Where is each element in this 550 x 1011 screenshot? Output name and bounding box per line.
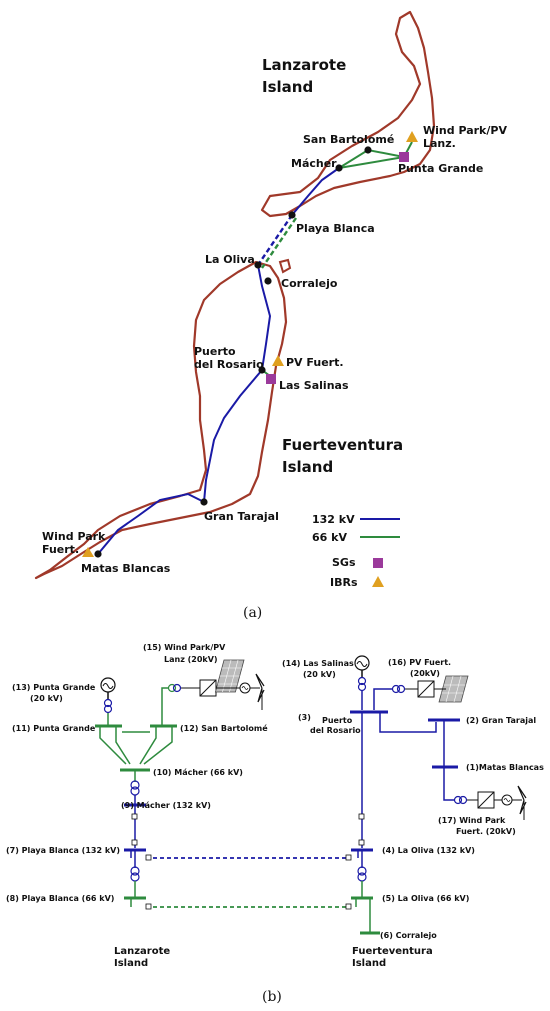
node-matas-blancas: [94, 550, 102, 558]
ibr-wind-pv-lanz: [406, 131, 418, 142]
bus9-label: (9) Mácher (132 kV): [121, 801, 211, 810]
legend-66kv-label: 66 kV: [312, 531, 347, 544]
bus6-label: (6) Corralejo: [380, 931, 437, 940]
legend-132kv-label: 132 kV: [312, 513, 355, 526]
bus8-label: (8) Playa Blanca (66 kV): [6, 894, 114, 903]
node-san-bartolome: [364, 146, 372, 154]
bus4-label: (4) La Oliva (132 kV): [382, 846, 475, 855]
label-wind-pv-lanz-2: Lanz.: [423, 137, 456, 150]
bus11-label: (11) Punta Grande: [12, 724, 96, 733]
map-submarine-66kv: [261, 217, 297, 269]
label-wind-fuert-2: Fuert.: [42, 543, 79, 556]
label-macher: Mácher: [291, 157, 337, 170]
bus3-label-3: del Rosario: [310, 726, 361, 735]
bus12-label: (12) San Bartolomé: [180, 723, 268, 733]
bus15-label-1: (15) Wind Park/PV: [143, 643, 226, 652]
pv-panel-15: [214, 659, 245, 693]
label-puerto-1: Puerto: [194, 345, 236, 358]
bus14-label-2: (20 kV): [303, 670, 336, 679]
bus16-label-1: (16) PV Fuert.: [388, 658, 451, 667]
map-legend: 132 kV 66 kV SGs IBRs: [312, 513, 400, 589]
label-matas-blancas: Matas Blancas: [81, 562, 171, 575]
bus16-label-2: (20kV): [410, 669, 440, 678]
label-playa-blanca: Playa Blanca: [296, 222, 375, 235]
caption-a: (a): [243, 605, 262, 621]
fuerteventura-island-title-line2: Island: [282, 458, 333, 476]
label-wind-pv-lanz-1: Wind Park/PV: [423, 124, 507, 137]
panel-b-fuerteventura-line2: Island: [352, 958, 386, 969]
node-macher: [335, 164, 343, 172]
lanzarote-coastline: [260, 10, 436, 218]
lanzarote-island-title-line1: Lanzarote: [262, 56, 346, 74]
bus7-label: (7) Playa Blanca (132 kV): [6, 846, 120, 855]
legend-ibr-swatch: [372, 576, 384, 587]
bus2-label: (2) Gran Tarajal: [466, 716, 536, 725]
label-san-bartolome: San Bartolomé: [303, 133, 394, 146]
map-132kv-lines: [97, 167, 340, 555]
bus3-label-1: (3): [298, 713, 311, 722]
node-puerto-del-rosario: [258, 366, 266, 374]
legend-ibrs-label: IBRs: [330, 576, 358, 589]
bus5-label: (5) La Oliva (66 kV): [382, 894, 469, 903]
bus17-label-2: Fuert. (20kV): [456, 827, 516, 836]
bus13-label-2: (20 kV): [30, 694, 63, 703]
node-gran-tarajal: [200, 498, 208, 506]
label-pv-fuert: PV Fuert.: [286, 356, 344, 369]
caption-b: (b): [262, 989, 282, 1005]
bus17-label-1: (17) Wind Park: [438, 816, 506, 825]
label-corralejo: Corralejo: [281, 277, 338, 290]
panel-b-lanzarote-line1: Lanzarote: [114, 946, 170, 957]
lobos-islet: [278, 258, 292, 274]
node-la-oliva: [254, 261, 262, 269]
bus1-label: (1)Matas Blancas: [466, 763, 544, 772]
lanzarote-island-title-line2: Island: [262, 78, 313, 96]
map-panel: Lanzarote Island Fuerteventura Island Sa…: [34, 10, 507, 621]
label-punta-grande: Punta Grande: [398, 162, 483, 175]
sg-punta-grande: [399, 152, 409, 162]
node-playa-blanca: [288, 211, 296, 219]
sg-las-salinas: [266, 374, 276, 384]
bus14-label-1: (14) Las Salinas: [282, 659, 354, 668]
ibr-wind-fuert: [82, 547, 94, 557]
label-gran-tarajal: Gran Tarajal: [204, 510, 279, 523]
label-las-salinas: Las Salinas: [279, 379, 349, 392]
breakers: [131, 813, 365, 910]
panel-b-fuerteventura-line1: Fuerteventura: [352, 946, 433, 957]
map-nodes: [94, 146, 372, 558]
single-line-diagram: (13) Punta Grande (20 kV) (15) Wind Park…: [6, 643, 544, 1005]
generator-symbol-13: [102, 683, 114, 689]
bus3-label-2: Puerto: [322, 716, 353, 725]
bus10-label: (10) Mácher (66 kV): [153, 768, 243, 777]
label-la-oliva: La Oliva: [205, 253, 255, 266]
label-puerto-2: del Rosario: [194, 358, 264, 371]
map-submarine-132kv: [257, 214, 293, 266]
fuerteventura-island-title-line1: Fuerteventura: [282, 436, 403, 454]
bus13-label-1: (13) Punta Grande: [12, 683, 96, 692]
legend-sg-swatch: [373, 558, 383, 568]
legend-sgs-label: SGs: [332, 556, 356, 569]
panel-b-lanzarote-line2: Island: [114, 958, 148, 969]
bus15-label-2: Lanz (20kV): [164, 655, 218, 664]
node-corralejo: [264, 277, 272, 285]
ibr-pv-fuert: [272, 355, 284, 366]
label-wind-fuert-1: Wind Park: [42, 530, 106, 543]
